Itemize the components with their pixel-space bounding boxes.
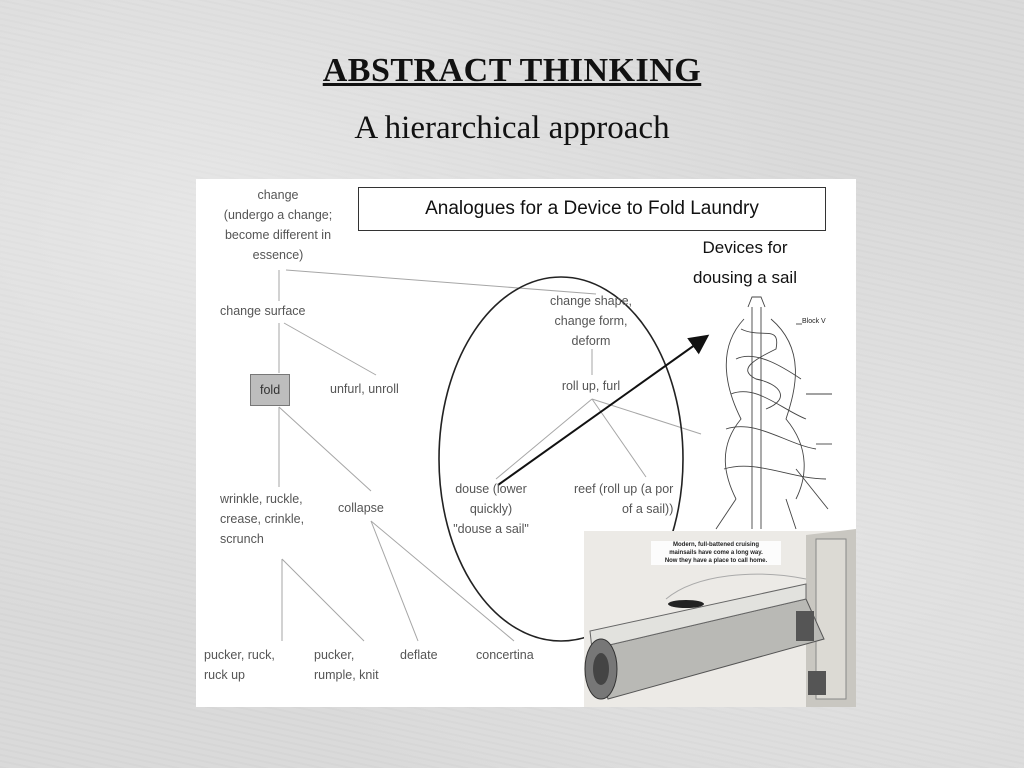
node-deflate: deflate — [400, 648, 438, 662]
analogues-figure: Analogues for a Device to Fold Laundry D… — [196, 179, 856, 707]
node-change: change (undergo a change; become differe… — [208, 185, 348, 265]
node-line: pucker, ruck, — [204, 648, 275, 662]
sail-device-sketch — [715, 296, 832, 530]
edge-fold-collapse — [278, 406, 372, 492]
photo-caption: Modern, full-battened cruising mainsails… — [651, 541, 781, 565]
node-line: change form, — [554, 314, 628, 328]
edge-rollup-reef — [591, 398, 647, 478]
devices-label-line: Devices for — [702, 238, 788, 257]
node-line: of a sail)) — [621, 502, 674, 516]
edge-wrinkle-puckerrumple — [281, 558, 365, 642]
edge-rollup-right — [591, 398, 702, 435]
node-pucker-ruck: pucker, ruck, ruck up — [204, 645, 275, 685]
photo-caption-line: Now they have a place to call home. — [664, 558, 768, 564]
photo-caption-line: mainsails have come a long way. — [669, 550, 763, 556]
node-reef: reef (roll up (a por of a sail)) — [574, 479, 673, 519]
node-line: pucker, — [314, 648, 355, 662]
node-line: scrunch — [220, 532, 264, 546]
node-line: become different in — [224, 228, 332, 242]
slide-subtitle: A hierarchical approach — [354, 110, 670, 146]
node-fold: fold — [250, 374, 291, 406]
photo-caption-line: Modern, full-battened cruising — [672, 542, 759, 548]
node-change-shape: change shape, change form, deform — [516, 291, 666, 351]
node-line: ruck up — [204, 668, 245, 682]
edge-collapse-deflate — [370, 520, 419, 642]
node-douse: douse (lower quickly) "douse a sail" — [436, 479, 546, 539]
node-pucker-rumple: pucker, rumple, knit — [314, 645, 379, 685]
node-line: "douse a sail" — [453, 522, 529, 536]
node-line: crease, crinkle, — [220, 512, 305, 526]
edge-change-changeshape — [285, 269, 597, 295]
edge-changesurface-unfurl — [283, 322, 377, 376]
devices-label-line: dousing a sail — [693, 268, 797, 287]
node-unfurl: unfurl, unroll — [330, 382, 399, 396]
node-line: change — [257, 188, 299, 202]
node-line: (undergo a change; — [223, 208, 333, 222]
tree-connectors — [278, 269, 702, 642]
node-line: essence) — [252, 248, 304, 262]
node-collapse: collapse — [338, 501, 384, 515]
node-line: change shape, — [549, 294, 632, 308]
node-roll-up: roll up, furl — [561, 379, 621, 393]
node-change-surface: change surface — [220, 304, 306, 318]
block-label: Block V — [802, 318, 826, 325]
slide-title: ABSTRACT THINKING — [322, 52, 702, 89]
node-line: rumple, knit — [314, 668, 379, 682]
node-line: douse (lower — [455, 482, 527, 496]
douse-arrow — [497, 334, 710, 486]
edge-collapse-concertina — [370, 520, 515, 642]
node-concertina: concertina — [476, 648, 534, 662]
node-wrinkle: wrinkle, ruckle, crease, crinkle, scrunc… — [220, 489, 304, 549]
figure-header-box: Analogues for a Device to Fold Laundry — [358, 187, 826, 231]
node-line: wrinkle, ruckle, — [220, 492, 303, 506]
node-line: deform — [571, 334, 611, 348]
devices-label: Devices for dousing a sail — [672, 233, 818, 293]
edge-rollup-douse — [495, 398, 593, 480]
sail-group-ellipse — [438, 276, 684, 642]
node-line: reef (roll up (a por — [574, 482, 674, 496]
node-line: quickly) — [469, 502, 513, 516]
